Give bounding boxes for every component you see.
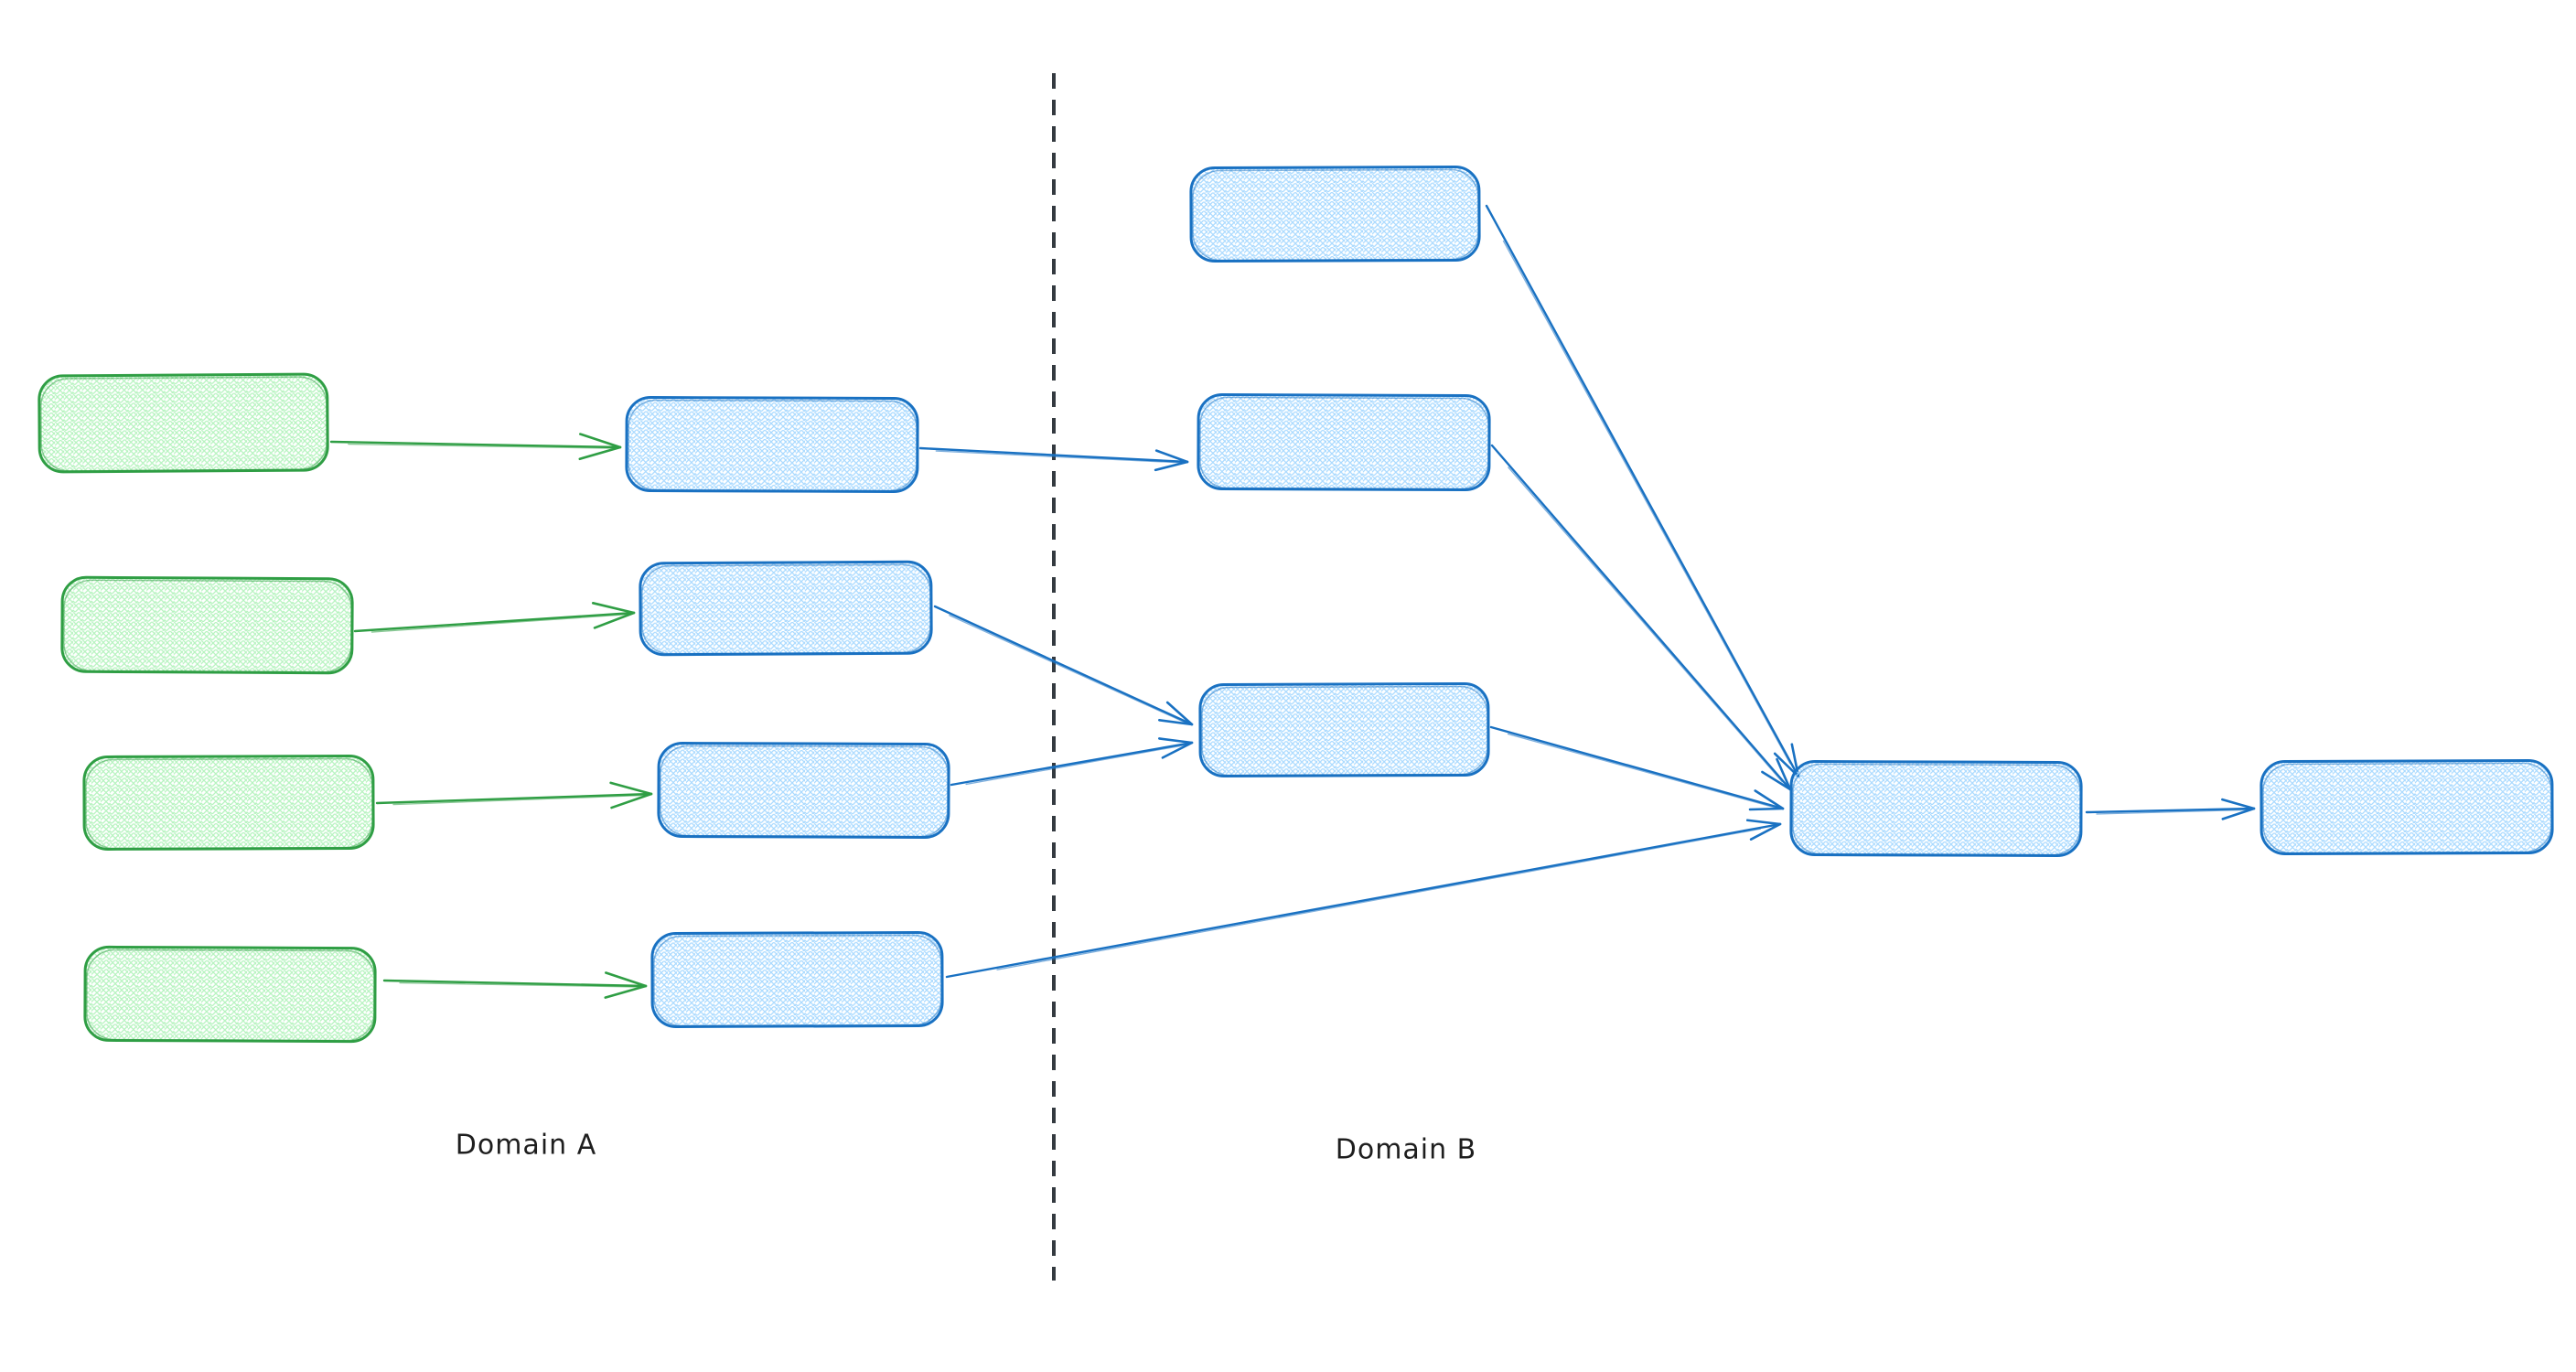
arrow-edge-a2[interactable]: [353, 602, 636, 633]
node-stage-b2[interactable]: [1197, 393, 1491, 491]
arrow-edge-c1[interactable]: [1485, 204, 1800, 778]
node-stage-b1[interactable]: [1189, 166, 1481, 263]
arrow-edge-b1[interactable]: [918, 446, 1189, 472]
arrow-edge-c2[interactable]: [1490, 444, 1792, 791]
arrow-edge-a4[interactable]: [382, 971, 648, 999]
arrow-edge-b2[interactable]: [933, 605, 1194, 726]
node-stage-a4[interactable]: [650, 931, 944, 1028]
domain-b-label[interactable]: Domain B: [1335, 1133, 1477, 1166]
node-source-a4[interactable]: [83, 945, 377, 1044]
node-source-a3[interactable]: [82, 755, 375, 851]
arrow-edge-b3[interactable]: [950, 737, 1194, 787]
node-stage-a3[interactable]: [657, 742, 950, 839]
arrow-edge-c4[interactable]: [2085, 798, 2256, 820]
node-sink[interactable]: [2259, 759, 2554, 855]
node-source-a1[interactable]: [38, 372, 329, 474]
arrow-edge-a3[interactable]: [375, 781, 653, 809]
node-source-a2[interactable]: [60, 575, 354, 675]
node-hub[interactable]: [1789, 760, 2083, 857]
node-stage-a1[interactable]: [625, 396, 919, 493]
node-stage-a2[interactable]: [639, 560, 933, 657]
arrow-edge-a1[interactable]: [329, 433, 622, 461]
arrow-edge-b4[interactable]: [945, 819, 1782, 979]
domain-a-label[interactable]: Domain A: [455, 1129, 597, 1162]
node-stage-b3[interactable]: [1198, 682, 1490, 777]
arrow-edge-c3[interactable]: [1489, 725, 1785, 811]
